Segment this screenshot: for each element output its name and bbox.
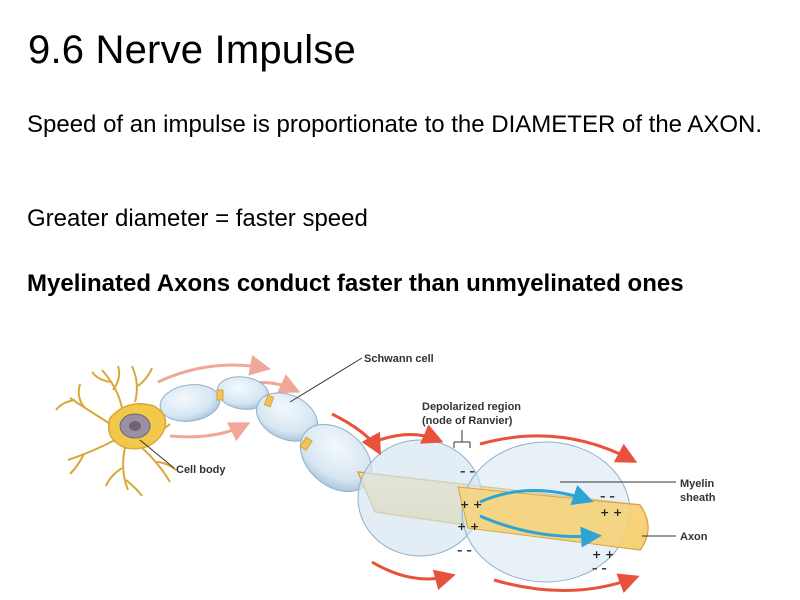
depolarized-region-label: Depolarized region [422,401,521,413]
svg-text:+ +: + + [457,520,479,533]
axon-label: Axon [680,531,708,543]
svg-text:– –: – – [592,562,607,575]
sheath-label: sheath [680,492,716,504]
svg-text:– –: – – [460,465,475,478]
cell-body [55,365,177,497]
speed-diameter-text: Speed of an impulse is proportionate to … [27,111,763,138]
myelinated-axon-diagram: – – + + + + – – – – + + + + – – Schwann … [55,353,716,594]
myelin-label: Myelin [680,478,715,490]
charge-signs: – – + + + + – – – – + + + + – – [457,465,622,575]
svg-text:+ +: + + [600,506,622,519]
svg-text:– –: – – [457,544,472,557]
greater-diameter-text: Greater diameter = faster speed [27,205,368,232]
myelinated-axons-text: Myelinated Axons conduct faster than unm… [27,270,684,297]
impulse-arrows [331,412,640,594]
schwann-cell-label: Schwann cell [364,353,434,365]
slide-title: 9.6 Nerve Impulse [28,28,356,72]
cell-body-label: Cell body [176,464,226,476]
svg-text:+ +: + + [460,498,482,511]
svg-text:+ +: + + [592,548,614,561]
svg-text:– –: – – [600,490,615,503]
local-current-arrows [479,485,602,548]
label-leaders [139,357,676,537]
myelin-segments [159,376,373,492]
node-of-ranvier-label: (node of Ranvier) [422,415,513,427]
